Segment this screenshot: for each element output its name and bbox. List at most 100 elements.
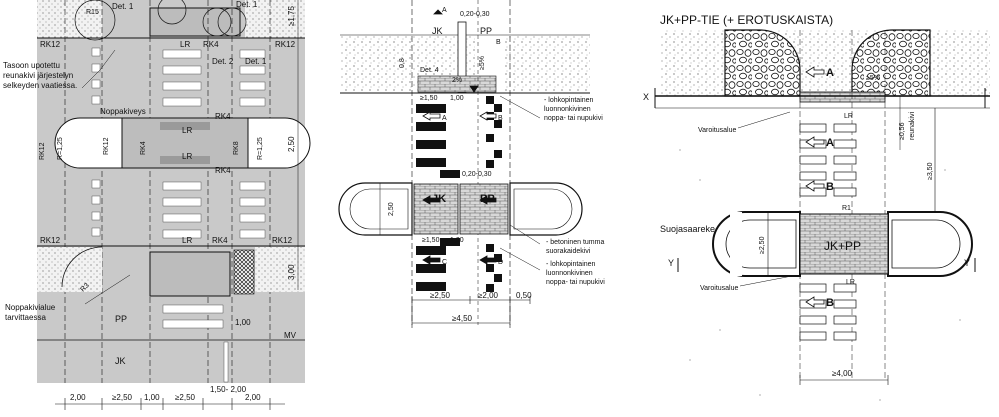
p1-rk4-mid: RK4 [215,112,231,121]
grass-right [505,35,590,93]
zebra-mid [91,179,266,239]
p2-arrow-b1: B [498,115,503,122]
p1-dim-250: 2,50 [287,136,296,152]
corner-arc-tl [74,0,116,41]
p2-jk: JK [432,26,443,36]
p2-dim-top: 0,20-0,30 [460,11,490,18]
p1-rk4-bot: RK4 [212,236,228,245]
p1-det2: Det. 2 [212,57,234,66]
sidewalk-tr [245,0,305,38]
p3-x-label: X [643,92,649,102]
panel-3-plan [654,29,990,401]
brick-strip [799,91,886,103]
p3-reunakivi: reunakivi [909,112,916,140]
p1-rk4-top: RK4 [203,40,219,49]
p1-r125-r: R=1,25 [257,137,264,160]
p3-suojasaareke: Suojasaareke [660,224,715,234]
area-bottom [149,251,231,297]
p1-rk8: RK8 [233,141,240,155]
p2-dim-100: 1,00 [450,95,464,102]
p2-note-top-3: noppa- tai nupukivi [544,115,603,122]
p2-arrow-d: D [498,259,503,266]
p2-total-dim: ≥4,50 [452,314,473,323]
traffic-island-1 [54,117,311,169]
p3-arrow-b-bot: B [826,297,834,309]
det-circle-3 [157,0,187,25]
p1-jk: JK [115,356,126,366]
tactile-paving [233,249,255,295]
p2-note-bot-3: noppa- tai nupukivi [546,279,605,286]
p1-mv: MV [284,331,297,340]
p1-rk12-a: RK12 [40,40,61,49]
p1-lr-top: LR [180,40,190,49]
p1-note-tasoon-3: selkeyden vaatiessa. [3,81,77,90]
p2-note-bot-1: - lohkopintainen [546,261,596,268]
p1-rk12-b: RK12 [275,40,296,49]
p1-note-tasoon-2: reunakivi järjestelyn [3,71,73,80]
suojasaareke-island [712,211,973,277]
p3-arrow-b: B [826,181,834,193]
det-circle-1 [202,7,232,37]
zebra-p2-top [416,96,502,168]
p1-det1-tr: Det. 1 [236,0,258,9]
p1-dim-100: 1,00 [235,318,251,327]
p2-dim-08: 0,8 [399,58,406,68]
p1-pp: PP [115,314,127,324]
p2-note-mid-2: suorakaidekivi [546,248,591,255]
p1-bdim-3: ≥2,50 [175,393,196,402]
p3-varoitusalue-top: Varoitusalue [698,127,737,134]
p1-lr-low: LR [182,152,192,161]
p1-r125-l: R=1,25 [57,137,64,160]
road-surface [37,0,305,383]
p1-note-tasoon-1: Tasoon upotettu [3,61,60,70]
zebra-p2-bottom [416,244,502,292]
sidewalk-br [255,247,305,292]
p1-rk12-d: RK12 [103,137,110,155]
p2-note-mid-1: - betoninen tumma [546,239,604,246]
p2-note-top-1: - lohkopintainen [544,97,594,104]
p3-lr-bot: LR [846,279,855,286]
p3-r1: R1 [842,205,851,212]
p3-title: JK+PP-TIE (+ EROTUSKAISTA) [660,13,833,27]
p3-slope: ≥5% [866,75,880,82]
p1-dim-175: ≥1,75 [287,5,296,26]
p2-dim-150: ≥1,50 [420,95,438,102]
p2-pp-island: PP [480,193,495,205]
p3-varoitusalue-bot: Varoitusalue [700,285,739,292]
sidewalk-bl [37,247,102,292]
p1-rk12-c: RK12 [39,142,46,160]
p1-rk12-e: RK12 [40,236,61,245]
p1-rk12-f: RK12 [272,236,293,245]
p1-rk4-low: RK4 [215,166,231,175]
p2-arrow-a2: A [442,7,447,14]
p3-arrow-a-top: A [826,67,834,79]
direction-arrows-p3 [805,66,825,308]
sidewalk-tl [37,0,102,38]
p2-note-top-2: luonnonkivinen [544,106,591,113]
p2-dim-lo-100: 1,00 [450,237,464,244]
p1-rk4-mid2: RK4 [140,141,147,155]
area-top [149,7,241,37]
p1-r15: R15 [86,9,99,16]
p2-arrow-c: C [442,259,447,266]
p3-y-left: Y [668,258,674,268]
p2-arrow-a1: A [442,115,447,122]
p2-bdim-0: ≥2,50 [430,291,451,300]
p1-bdim-1: ≥2,50 [112,393,133,402]
p2-dim-lo-150: ≥1,50 [422,237,440,244]
traffic-island-2 [338,170,583,246]
p1-note-nopp-1: Noppakivialue [5,303,56,312]
panel-1-plan [37,0,311,410]
p1-det1-r: Det. 1 [245,57,267,66]
p3-y-right: Y [964,258,970,268]
p1-bdim-0: 2,00 [70,393,86,402]
zebra-top [91,47,266,107]
p1-bdim-4: 1,50- 2,00 [210,385,247,394]
p2-dim-2: 2% [452,77,462,84]
direction-arrows-p2 [422,9,497,265]
p2-dim-250: 2,50 [388,202,395,216]
p2-bdim-2: 0,50 [516,291,532,300]
p1-dim-300: 3,00 [287,264,296,280]
panel-2-plan [338,0,590,328]
